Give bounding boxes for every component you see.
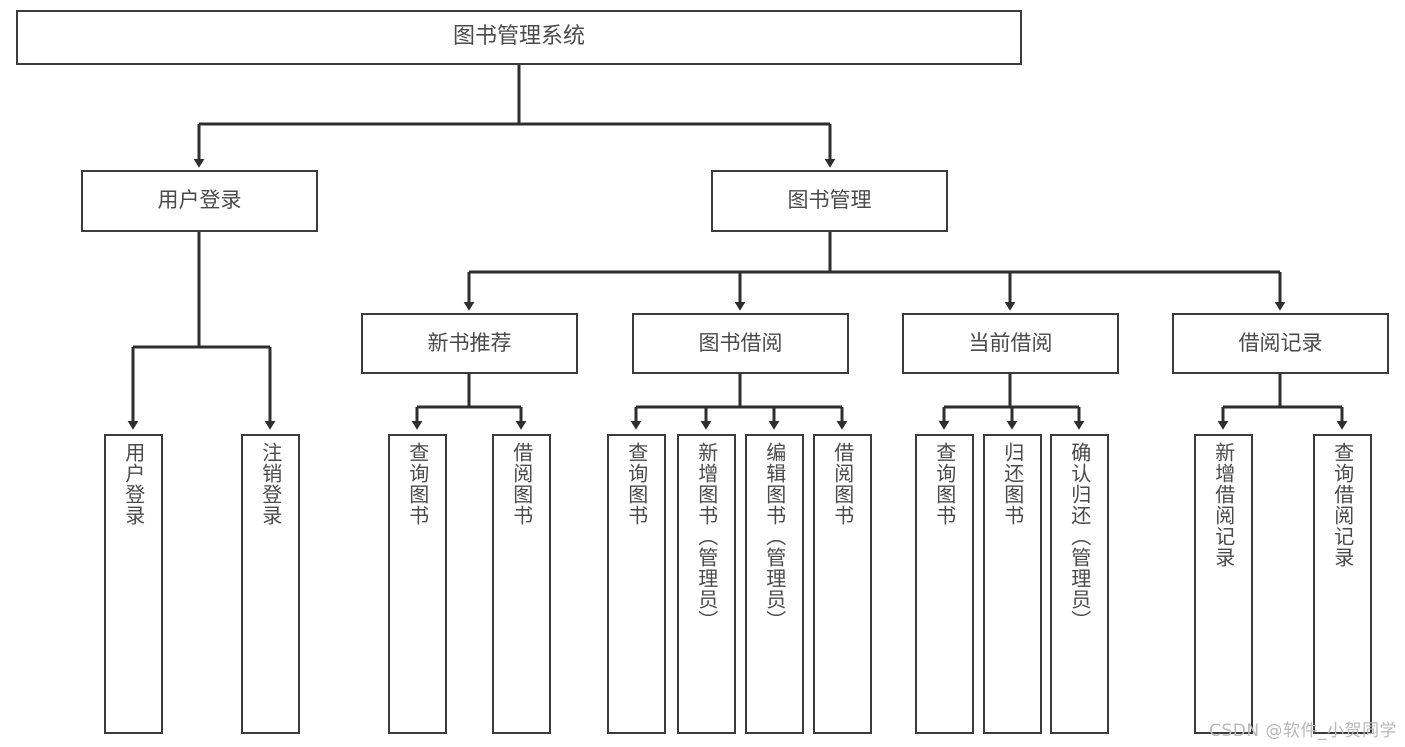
node-label: 注销登录 [258,442,283,526]
node-label: 当前借阅 [968,330,1053,355]
leaf-borrow-record-query[interactable]: 查询借阅记录 [1313,434,1372,734]
leaf-book-borrow-add[interactable]: 新增图书（管理员） [677,434,736,734]
node-label: 借阅记录 [1238,330,1323,355]
node-book-management[interactable]: 图书管理 [711,170,948,232]
node-current-borrow[interactable]: 当前借阅 [902,313,1119,374]
node-label: 编辑图书（管理员） [762,442,787,631]
node-label: 图书管理 [787,188,872,213]
node-label: 查询借阅记录 [1330,442,1355,568]
node-label: 查询图书 [932,442,957,526]
leaf-book-borrow-edit[interactable]: 编辑图书（管理员） [745,434,804,734]
node-label: 图书借阅 [698,330,783,355]
leaf-new-book-borrow[interactable]: 借阅图书 [492,434,551,734]
leaf-new-book-query[interactable]: 查询图书 [388,434,447,734]
node-borrow-record[interactable]: 借阅记录 [1172,313,1389,374]
node-label: 查询图书 [405,442,430,526]
leaf-current-borrow-query[interactable]: 查询图书 [915,434,974,734]
node-user-login[interactable]: 用户登录 [81,170,318,232]
node-label: 用户登录 [157,188,242,213]
node-label: 用户登录 [121,442,146,526]
node-label: 归还图书 [1000,442,1025,526]
node-label: 图书管理系统 [452,24,585,50]
node-new-book-recommend[interactable]: 新书推荐 [361,313,578,374]
node-label: 借阅图书 [509,442,534,526]
leaf-current-borrow-confirm-return[interactable]: 确认归还（管理员） [1050,434,1109,734]
node-label: 确认归还（管理员） [1067,442,1092,631]
leaf-book-borrow-borrow[interactable]: 借阅图书 [813,434,872,734]
node-label: 新增借阅记录 [1211,442,1236,568]
leaf-user-login-logout[interactable]: 注销登录 [241,434,300,734]
leaf-current-borrow-return[interactable]: 归还图书 [983,434,1042,734]
node-root-system[interactable]: 图书管理系统 [16,10,1022,65]
node-label: 新书推荐 [427,330,512,355]
watermark-text: CSDN @软件_小贺同学 [1209,721,1397,741]
leaf-borrow-record-add[interactable]: 新增借阅记录 [1194,434,1253,734]
node-label: 新增图书（管理员） [694,442,719,631]
node-book-borrow[interactable]: 图书借阅 [632,313,849,374]
node-label: 查询图书 [624,442,649,526]
leaf-book-borrow-query[interactable]: 查询图书 [607,434,666,734]
leaf-user-login-login[interactable]: 用户登录 [104,434,163,734]
node-label: 借阅图书 [830,442,855,526]
